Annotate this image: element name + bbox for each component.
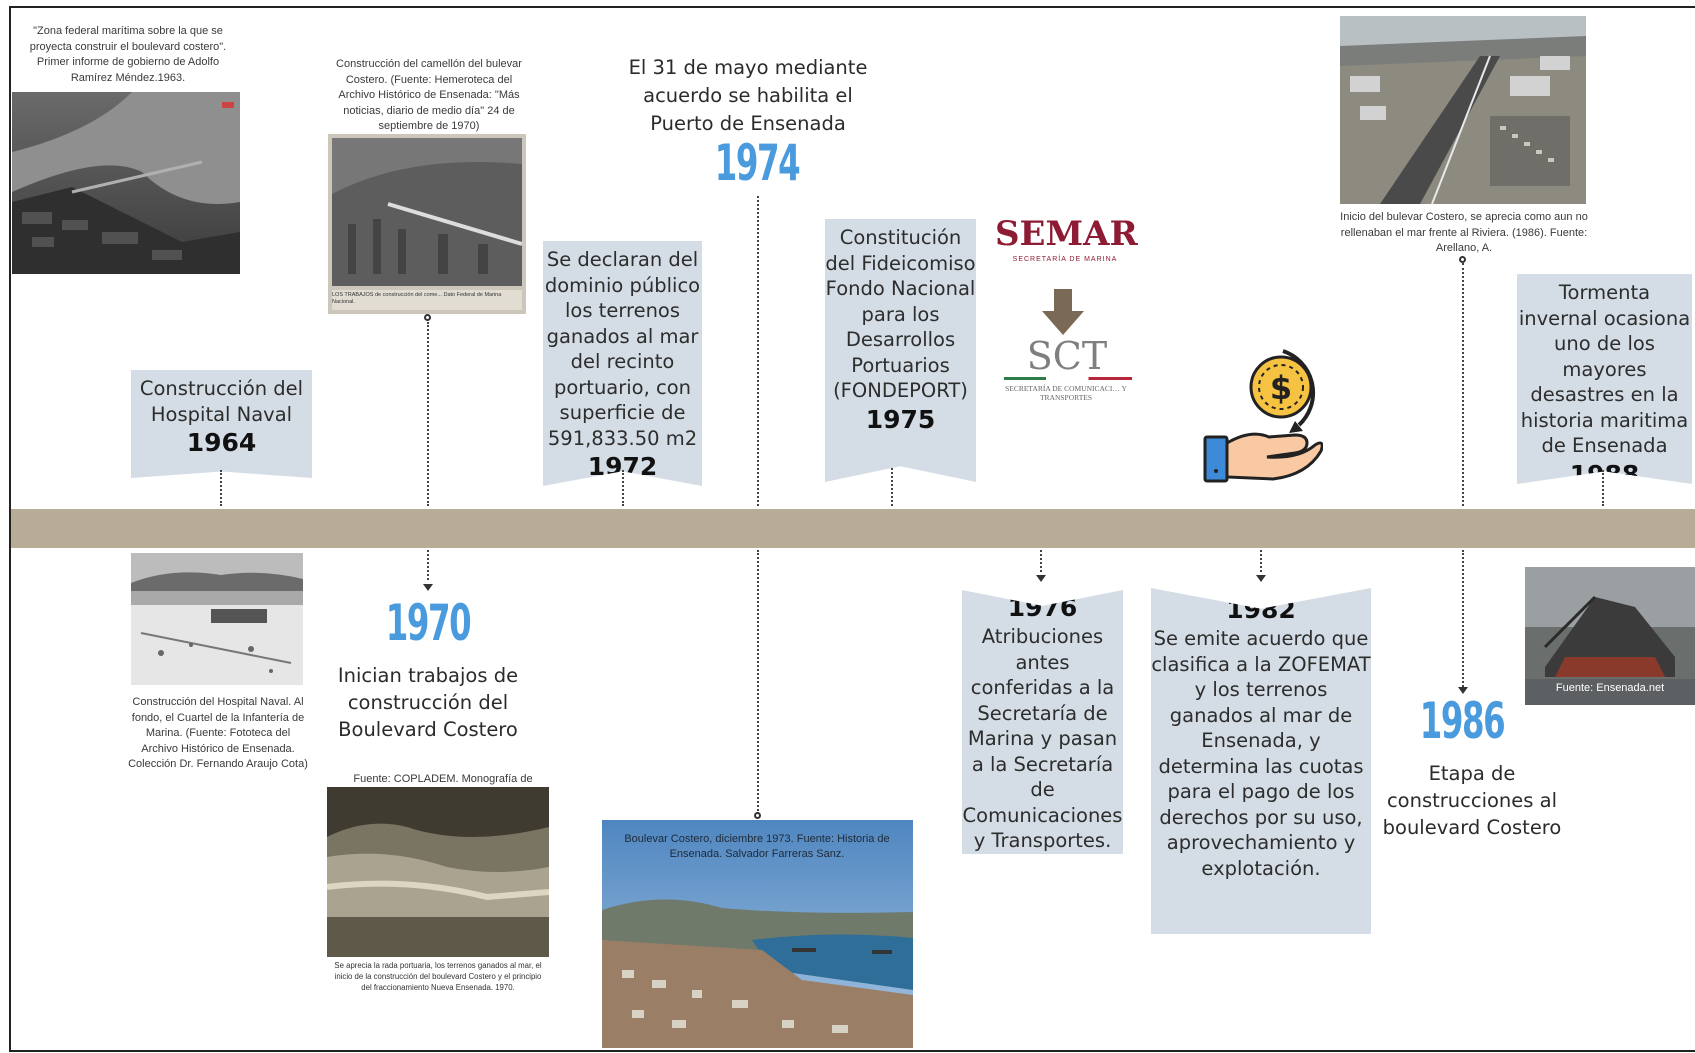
event-1986-year: 1986 [1419,692,1506,750]
caption-camellon: Construcción del camellón del bulevar Co… [336,58,522,132]
event-1972-card: Se declaran del dominio público los terr… [543,241,702,486]
photo-newspaper-camellon: LOS TRABAJOS de construcción del come...… [328,134,526,314]
sct-subtitle: SECRETARÍA DE COMUNICACI… Y TRANSPORTES [1005,384,1127,402]
caption-hospital: Construcción del Hospital Naval. Al fond… [128,696,308,770]
connector-1986-top [1462,263,1464,506]
sct-logo: SCT [1026,334,1108,378]
event-1974-year: 1974 [714,134,801,192]
connector-dot-1974 [754,812,761,819]
caption-1963: "Zona federal marítima sobre la que se p… [29,25,227,84]
event-1964-text: Construcción del Hospital Naval [139,377,304,426]
caption-dic1973: Boulevar Costero, diciembre 1973. Fuente… [624,833,890,860]
sct-flag-line [1004,377,1132,380]
event-1975-card: Constitución del Fideicomiso Fondo Nacio… [825,219,976,482]
event-1976-text: Atribuciones antes conferidas a la Secre… [962,625,1123,852]
semar-subtitle: SECRETARÍA DE MARINA [1012,256,1118,263]
event-1988-text: Tormenta invernal ocasiona uno de los ma… [1518,281,1691,457]
photo-rada-portuaria [327,787,549,957]
newspaper-caption: LOS TRABAJOS de construcción del come...… [332,292,502,305]
arrow-1982 [1256,575,1266,582]
photo-riviera-1986 [1340,16,1586,204]
connector-1972 [622,470,624,506]
down-arrow-icon [1042,289,1084,339]
event-1964-card: Construcción del Hospital Naval 1964 [131,370,312,478]
connector-1975 [891,468,893,506]
connector-1964 [220,470,222,506]
arrow-1986 [1458,687,1468,694]
arrow-1976 [1036,575,1046,582]
photo-ensenada-net: Fuente: Ensenada.net [1525,567,1695,705]
connector-1974-bottom [757,550,759,814]
photo-hospital-naval [131,553,303,685]
event-1988-card: Tormenta invernal ocasiona uno de los ma… [1517,274,1692,484]
arrow-1970 [423,584,433,591]
event-1974-text: El 31 de mayo mediante acuerdo se habili… [628,56,868,135]
event-1982-text: Se emite acuerdo que clasifica a la ZOFE… [1151,627,1371,880]
connector-1976 [1040,550,1042,572]
svg-text:$: $ [1270,369,1292,407]
event-1972-text: Se declaran del dominio público los terr… [544,248,701,450]
event-1986-text: Etapa de construcciones al boulevard Cos… [1382,762,1562,839]
caption-rada: Se aprecia la rada portuaria, los terren… [334,961,542,992]
event-1975-text: Constitución del Fideicomiso Fondo Nacio… [825,226,976,402]
photo-boulevar-1973: Boulevar Costero, diciembre 1973. Fuente… [602,820,913,1048]
connector-1970-bottom [427,550,429,580]
timeline-frame [9,6,1695,1052]
event-1976-card: 1976 Atribuciones antes conferidas a la … [962,590,1123,854]
connector-1988 [1602,470,1604,506]
caption-riviera: Inicio del bulevar Costero, se aprecia c… [1340,211,1588,254]
caption-ensenadanet: Fuente: Ensenada.net [1555,682,1665,694]
connector-dot-1970-top [424,314,431,321]
connector-1974-top [757,196,759,506]
timeline-band [11,509,1695,548]
event-1970-text: Inician trabajos de construcción del Bou… [337,664,519,741]
event-1964-year: 1964 [186,428,257,457]
event-1970-year: 1970 [385,594,472,652]
semar-logo: SEMAR [995,214,1138,254]
connector-dot-1986 [1459,256,1466,263]
event-1975-year: 1975 [865,404,936,434]
photo-aerial-1963 [12,92,240,274]
connector-1986-bottom [1462,550,1464,687]
connector-1982 [1260,550,1262,572]
event-1982-card: 1982 Se emite acuerdo que clasifica a la… [1151,588,1371,934]
hand-money-icon: $ [1203,347,1324,487]
connector-1970-top [427,322,429,506]
